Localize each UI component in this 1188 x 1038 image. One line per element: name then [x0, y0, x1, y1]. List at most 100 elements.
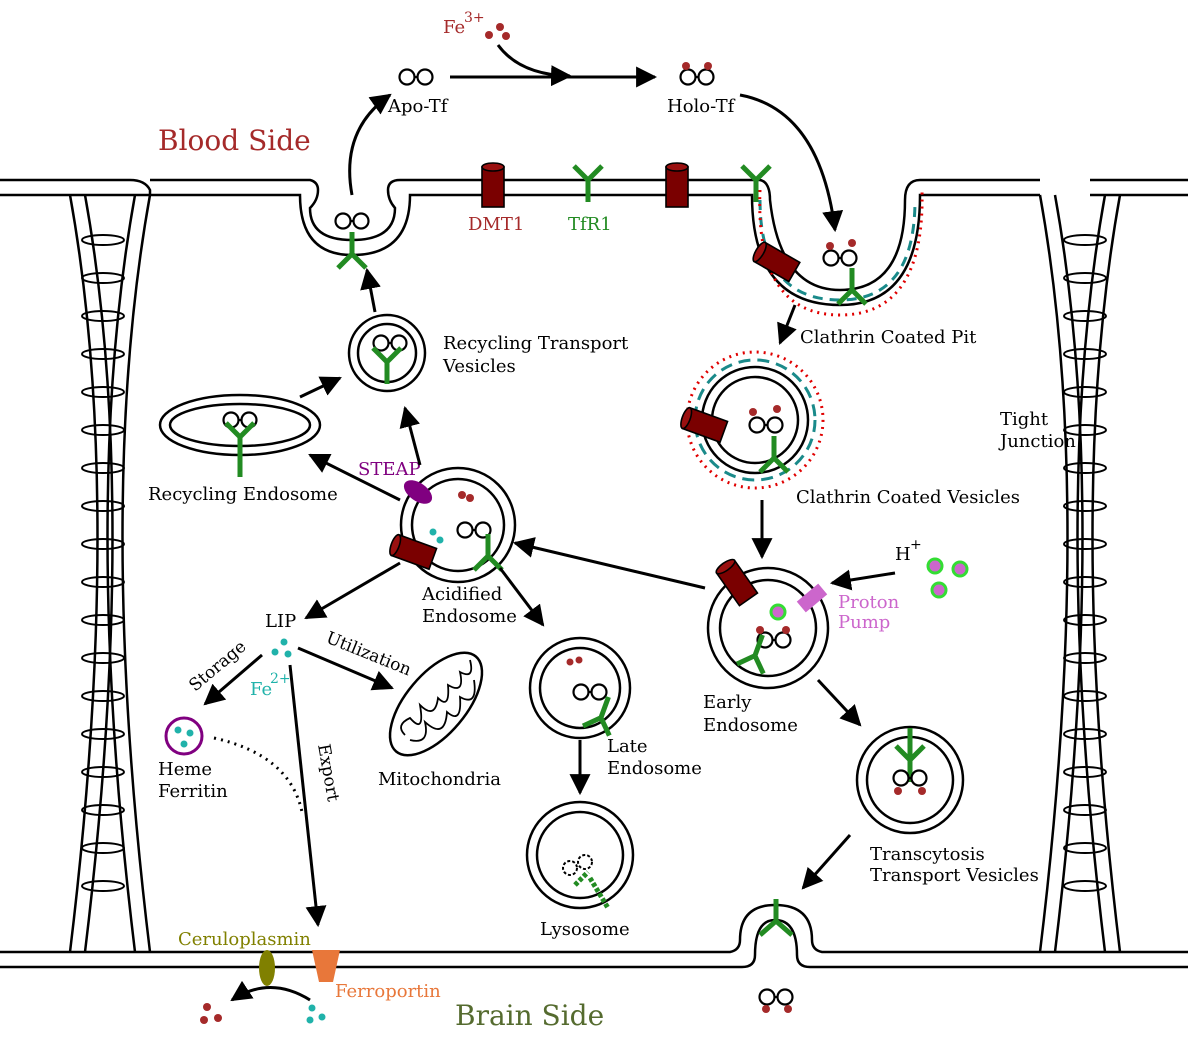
junction-ring	[1063, 576, 1107, 588]
early-endosome-label-1: Early	[703, 692, 752, 713]
proton-pump-label-2: Pump	[838, 612, 890, 633]
junction-ring	[81, 766, 125, 778]
junction-ring	[81, 614, 125, 626]
ferroportin-label: Ferroportin	[335, 981, 441, 1002]
lysosome	[525, 800, 635, 910]
tfr1-receptor	[574, 166, 602, 202]
tight-junction-label-2: Junction	[998, 431, 1076, 452]
tfr1-label: TfR1	[568, 214, 612, 235]
recycling-transport-vesicle	[347, 313, 427, 393]
junction-ring	[81, 234, 125, 246]
fe3-label: Fe	[443, 17, 465, 38]
fe3-binding-arrow	[496, 44, 573, 87]
fe-oxidation-arrow	[230, 980, 311, 1002]
heme-label-2: Ferritin	[158, 781, 228, 802]
lip-fe2-ions	[271, 638, 292, 658]
junction-ring	[1063, 234, 1107, 246]
apo-transferrin	[398, 68, 434, 86]
acidified-endosome-label-1: Acidified	[421, 584, 502, 605]
junction-ring	[1063, 348, 1107, 360]
clathrin-coated-vesicle	[677, 350, 825, 490]
acidified-to-lip-arrow	[304, 561, 401, 620]
right-junction-rings	[1063, 234, 1107, 892]
acidified-to-late-arrow	[498, 567, 545, 627]
fe3-charge: 3+	[464, 10, 485, 26]
junction-ring	[1063, 690, 1107, 702]
storage-label: Storage	[185, 637, 250, 696]
early-to-acidified-arrow	[512, 537, 706, 590]
mitochondria	[388, 651, 484, 757]
junction-ring	[1063, 766, 1107, 778]
early-endosome-label-2: Endosome	[703, 715, 798, 736]
steap-label: STEAP	[358, 459, 421, 480]
apical-membrane	[0, 178, 1188, 307]
h-charge: +	[910, 537, 922, 553]
proton-pump-label-1: Proton	[838, 592, 900, 613]
release-apo-tf-arrow	[348, 93, 392, 196]
junction-ring	[81, 576, 125, 588]
fe2-label: Fe	[250, 679, 272, 700]
pit-transferrin	[334, 212, 370, 230]
late-endosome-label-1: Late	[607, 736, 648, 757]
early-endosome	[706, 556, 830, 690]
clathrin-coated-pit	[749, 189, 924, 317]
recycling-transport-label-1: Recycling Transport	[443, 333, 629, 354]
clathrin-pit-label: Clathrin Coated Pit	[800, 327, 977, 348]
late-endosome-label-2: Endosome	[607, 758, 702, 779]
pit-receptor	[338, 232, 366, 268]
junction-ring	[1063, 310, 1107, 322]
ceruloplasmin-protein	[259, 950, 275, 986]
utilization-label: Utilization	[323, 628, 414, 680]
junction-ring	[1063, 880, 1107, 892]
acidified-endosome	[386, 466, 517, 584]
dmt1-transporter	[481, 162, 505, 208]
lip-to-storage-arrow	[203, 653, 263, 706]
ceruloplasmin-label: Ceruloplasmin	[178, 929, 311, 950]
junction-ring	[81, 804, 125, 816]
junction-ring	[1063, 842, 1107, 854]
early-to-transcytosis-arrow	[816, 678, 862, 727]
recycling-vesicle-to-membrane-arrow	[360, 267, 381, 313]
junction-ring	[1063, 500, 1107, 512]
exported-fe3-ions	[200, 1003, 222, 1024]
exported-fe2-ions	[306, 1004, 326, 1024]
transcytosis-label-1: Transcytosis	[870, 844, 985, 865]
junction-ring	[81, 538, 125, 550]
junction-ring	[1063, 614, 1107, 626]
junction-ring	[81, 348, 125, 360]
junction-ring	[81, 310, 125, 322]
acidified-to-recycling-vesicle-arrow	[399, 405, 422, 466]
fe3-ions	[485, 23, 510, 40]
junction-ring	[81, 690, 125, 702]
mitochondria-label: Mitochondria	[378, 769, 501, 790]
junction-ring	[81, 728, 125, 740]
transcytosis-vesicle	[855, 725, 965, 835]
brain-side-label: Brain Side	[455, 999, 604, 1032]
junction-ring	[1063, 462, 1107, 474]
holo-tf-label: Holo-Tf	[667, 96, 736, 117]
released-holo-transferrin	[758, 988, 794, 1006]
junction-ring	[1063, 804, 1107, 816]
clathrin-vesicles-label: Clathrin Coated Vesicles	[796, 487, 1020, 508]
junction-ring	[81, 880, 125, 892]
junction-ring	[81, 842, 125, 854]
lip-to-export-arrow	[288, 664, 327, 928]
basal-receptor	[758, 899, 794, 937]
junction-ring	[81, 272, 125, 284]
heme-label-1: Heme	[158, 759, 212, 780]
recycling-endosome-label: Recycling Endosome	[148, 484, 338, 505]
ferroportin-protein	[312, 950, 340, 982]
junction-ring	[81, 500, 125, 512]
junction-ring	[1063, 386, 1107, 398]
left-tight-junction	[68, 194, 152, 953]
fe2-charge: 2+	[270, 671, 291, 687]
right-tight-junction	[1038, 194, 1122, 953]
junction-ring	[1063, 272, 1107, 284]
pit-to-vesicle-arrow	[777, 304, 797, 345]
junction-ring	[81, 424, 125, 436]
blood-side-label: Blood Side	[158, 124, 311, 157]
protons	[926, 557, 969, 599]
proton-influx-arrow	[829, 569, 896, 591]
recycling-endosome	[158, 393, 322, 477]
heme-ferritin	[164, 716, 204, 756]
